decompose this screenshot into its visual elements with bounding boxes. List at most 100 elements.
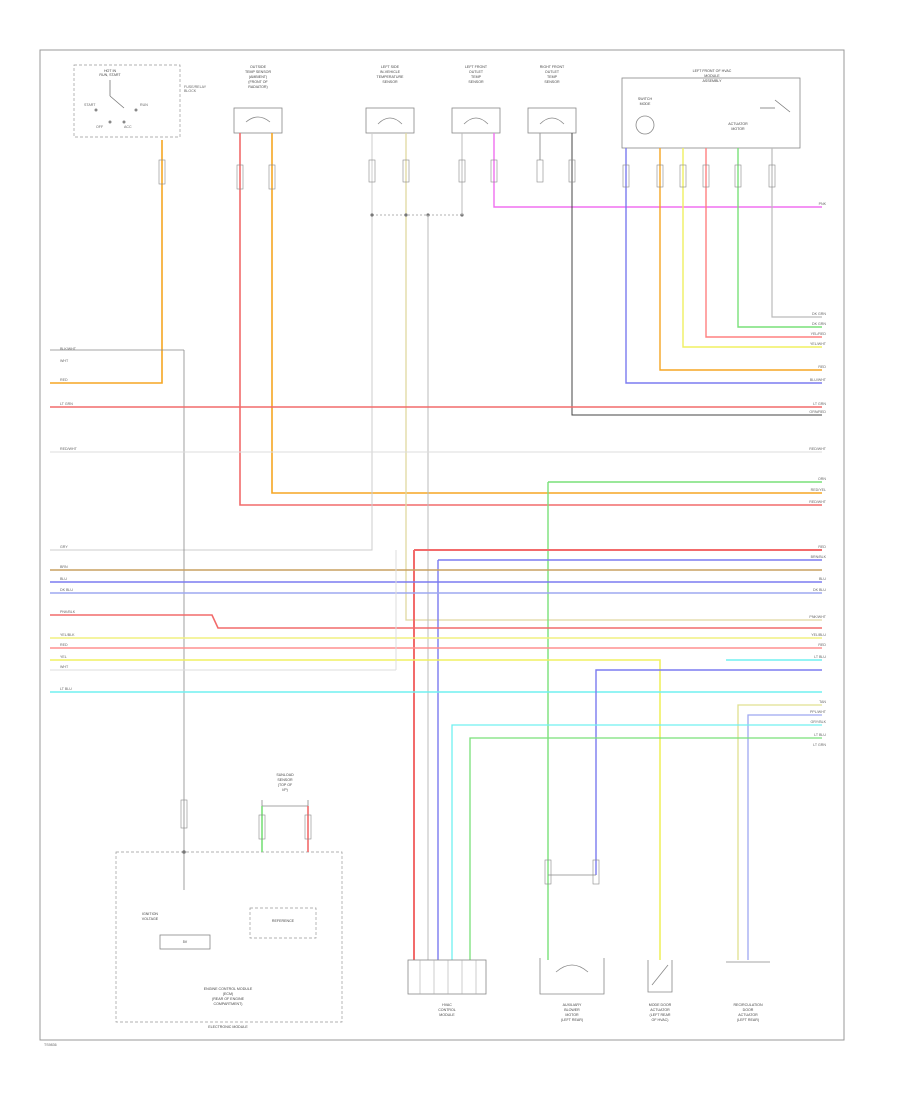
right-label: RED xyxy=(818,545,826,549)
right-label: ORN/RED xyxy=(809,410,826,414)
wire-tan xyxy=(737,704,822,960)
outside-sensor-label-2: TEMP SENSOR xyxy=(245,70,271,74)
ignition-switch: HOT IN RUN, START START RUN OFF ACC FUSE… xyxy=(73,64,207,138)
wire-gray-left-sensor xyxy=(50,133,373,551)
mode-door-label-1: MODE DOOR xyxy=(649,1003,672,1007)
hvac-sub-1: SWITCH xyxy=(638,97,653,101)
mode-door-label-4: OF HVAC) xyxy=(652,1018,669,1022)
right-label: BRN/BLK xyxy=(811,555,827,559)
right-label: DK GRN xyxy=(812,312,826,316)
left-label: LT BLU xyxy=(60,687,72,691)
fuse-label-1: FUSE/RELAY xyxy=(184,85,207,89)
ignition-run: RUN xyxy=(140,103,148,107)
hvac-module-label-2: MODULE xyxy=(704,74,720,78)
left-label: RED xyxy=(60,378,68,382)
diagram-frame xyxy=(39,49,845,1041)
left-wire-labels: BLK/WHT WHT RED LT GRN RED/WHT GRY BRN B… xyxy=(60,347,78,691)
hvac-control-module: HVAC CONTROL MODULE xyxy=(407,959,487,1017)
left-label: YEL/BLK xyxy=(60,633,75,637)
outside-sensor-label-5: RADIATOR) xyxy=(248,85,267,89)
left-label: PNK/BLK xyxy=(60,610,76,614)
right-label: RED/YEL xyxy=(811,488,826,492)
ignition-acc: ACC xyxy=(124,125,132,129)
left-label: LT GRN xyxy=(60,402,73,406)
hvac-module-assembly: LEFT FRONT OF HVAC MODULE ASSEMBLY SWITC… xyxy=(621,69,801,149)
right-label: PNK xyxy=(819,202,827,206)
wire-yellow-left-sensor xyxy=(405,133,822,621)
ignition-label-1: HOT IN xyxy=(104,69,117,73)
left-label: YEL xyxy=(60,655,67,659)
wire-ltgrn-2 xyxy=(469,737,822,960)
aux-blower-label-3: MOTOR xyxy=(565,1013,579,1017)
left-label: WHT xyxy=(60,359,69,363)
ecm-sublabel-4: REFERENCE xyxy=(272,919,295,923)
ecm-sublabel-1: IGNITION xyxy=(142,912,158,916)
left-sensor-label-2: IN-VEHICLE xyxy=(380,70,401,74)
wire-blue-right xyxy=(595,669,822,875)
rf-sensor-label-4: SENSOR xyxy=(544,80,560,84)
aux-blower-label-2: BLOWER xyxy=(564,1008,580,1012)
right-label: YEL/RED xyxy=(811,332,827,336)
wire-magenta-outlet xyxy=(493,133,822,208)
right-front-outlet-sensor: RIGHT FRONT OUTLET TEMP SENSOR xyxy=(527,65,577,134)
hvac-sub-3: ACTUATOR xyxy=(728,122,748,126)
rf-sensor-label-3: TEMP xyxy=(547,75,558,79)
sunload-label-1: SUNLOAD xyxy=(276,773,294,777)
wire-cyan-2 xyxy=(451,724,822,960)
wire-gray-hvac xyxy=(771,148,822,318)
diagram-code: TS9836 xyxy=(44,1043,57,1047)
wire-orange-hvac xyxy=(659,148,822,371)
ignition-start: START xyxy=(84,103,96,107)
ecm-label-1: ENGINE CONTROL MODULE xyxy=(204,987,253,991)
right-label: BLU/WHT xyxy=(810,378,827,382)
right-label: LT BLU xyxy=(814,655,826,659)
engine-control-module: IGNITION VOLTAGE 5V REFERENCE ENGINE CON… xyxy=(115,799,343,1029)
left-in-vehicle-sensor: LEFT SIDE IN-VEHICLE TEMPERATURE SENSOR xyxy=(365,65,415,134)
ignition-off: OFF xyxy=(96,125,104,129)
right-label: PNK/WHT xyxy=(809,615,826,619)
hvac-module-label-3: ASSEMBLY xyxy=(702,79,722,83)
lf-sensor-label-2: OUTLET xyxy=(469,70,484,74)
aux-blower-motor: AUXILIARY BLOWER MOTOR (LEFT REAR) xyxy=(539,859,605,1022)
outside-sensor-label-3: (AMBIENT) xyxy=(249,75,267,79)
left-label: BLU xyxy=(60,577,67,581)
right-wire-labels: PNK DK GRN DK GRN YEL/RED YEL/WHT RED BL… xyxy=(809,202,827,747)
wire-ppl xyxy=(747,714,822,960)
left-label: RED xyxy=(60,643,68,647)
right-label: RED/WHT xyxy=(809,447,827,451)
wire-blue-hvac xyxy=(625,148,822,384)
recirc-label-1: RECIRCULATION xyxy=(733,1003,762,1007)
right-label: RED/WHT xyxy=(809,500,827,504)
wire-pink-hvac xyxy=(705,148,822,338)
ecm-sublabel-3: 5V xyxy=(183,940,188,944)
lf-sensor-label-1: LEFT FRONT xyxy=(465,65,488,69)
ignition-label-2: RUN, START xyxy=(99,73,121,77)
right-label: YEL/BLU xyxy=(811,633,826,637)
mode-door-label-2: ACTUATOR xyxy=(650,1008,670,1012)
sunload-label-2: SENSOR xyxy=(277,778,293,782)
left-front-outlet-sensor: LEFT FRONT OUTLET TEMP SENSOR xyxy=(451,65,501,134)
mode-door-label-3: (LEFT REAR xyxy=(650,1013,671,1017)
left-label: BLK/WHT xyxy=(60,347,77,351)
rf-sensor-label-2: OUTLET xyxy=(545,70,560,74)
left-sensor-label-3: TEMPERATURE xyxy=(377,75,404,79)
left-sensor-label-1: LEFT SIDE xyxy=(381,65,400,69)
recirc-label-4: (LEFT REAR) xyxy=(737,1018,759,1022)
wire-yel xyxy=(50,659,661,960)
hvac-control-label-2: CONTROL xyxy=(438,1008,456,1012)
wire-red-sensor-a xyxy=(239,133,822,506)
outside-sensor-label-1: OUTSIDE xyxy=(250,65,267,69)
right-label: RED xyxy=(818,365,826,369)
ecm-sublabel-2: VOLTAGE xyxy=(142,917,159,921)
ecm-label-2: (ECM) xyxy=(223,992,233,996)
wire-dark-outlet-b xyxy=(571,133,822,416)
left-label: RED/WHT xyxy=(60,447,78,451)
sunload-sensor: SUNLOAD SENSOR (TOP OF I/P) xyxy=(258,773,312,852)
right-label: LT BLU xyxy=(814,733,826,737)
right-label: PPL/WHT xyxy=(810,710,827,714)
wire-yellow-hvac xyxy=(682,148,822,348)
right-label: BLU xyxy=(819,577,826,581)
outside-temp-sensor: OUTSIDE TEMP SENSOR (AMBIENT) (FRONT OF … xyxy=(233,65,283,134)
aux-blower-label-1: AUXILIARY xyxy=(563,1003,582,1007)
